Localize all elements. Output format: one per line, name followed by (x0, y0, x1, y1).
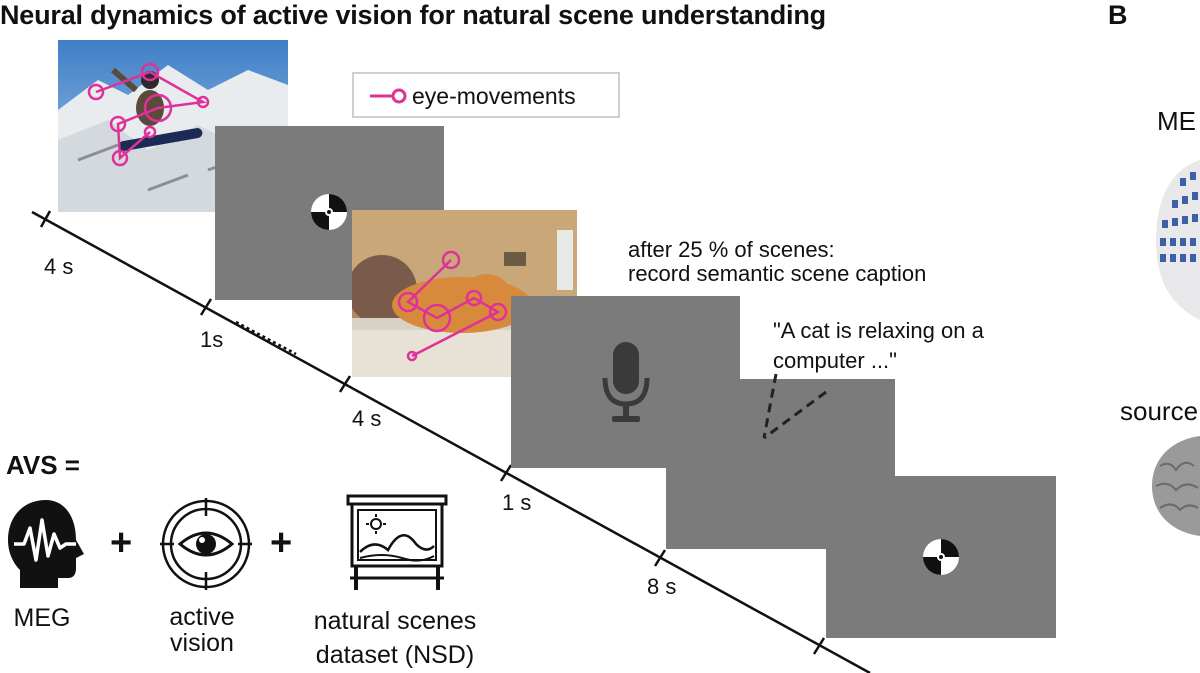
scene-frame-icon (346, 494, 448, 590)
fixation-cross-icon-2 (923, 539, 959, 575)
eye-movement-legend-icon (370, 88, 407, 104)
duration-label-4: 1 s (502, 490, 532, 515)
component-label-active-vision: active vision (146, 604, 258, 656)
tick-2 (199, 298, 213, 316)
plus-sign-2: + (270, 522, 293, 564)
caption-note-line1: after 25 % of scenes: (628, 237, 835, 262)
duration-label-1: 4 s (44, 254, 74, 279)
tick-4 (499, 464, 513, 482)
meg-helmet-illustration (1156, 160, 1200, 320)
timeline-axis (31, 210, 871, 673)
plus-sign-1: + (110, 522, 133, 564)
panel-b-source-label: source (1120, 396, 1199, 426)
component-label-nsd: natural scenes dataset (NSD) (288, 604, 502, 672)
head-brainwave-icon (8, 500, 84, 588)
panel-b-meg-label: ME (1157, 106, 1196, 136)
tick-3 (338, 375, 352, 393)
component-label-meg: MEG (13, 604, 71, 632)
snowboard-scene-image (58, 40, 288, 212)
fixation-cross-icon (311, 194, 347, 230)
quote-line1: "A cat is relaxing on a (773, 318, 984, 343)
duration-label-3: 4 s (352, 406, 382, 431)
caption-note-line2: record semantic scene caption (628, 261, 927, 286)
legend-box: eye-movements (352, 72, 620, 118)
microphone-icon (602, 342, 650, 422)
tick-5 (653, 549, 667, 567)
active-vision-line1: active (169, 603, 235, 631)
caption-note: after 25 % of scenes: record semantic sc… (628, 238, 926, 286)
tick-6 (812, 637, 826, 655)
duration-label-2: 1s (200, 327, 224, 352)
quote-line2: computer ..." (773, 348, 897, 373)
active-vision-line2: vision (170, 629, 234, 657)
panel-b-letter: B (1108, 0, 1128, 30)
duration-label-5: 8 s (647, 574, 677, 599)
eye-target-icon (160, 498, 252, 590)
tick-1 (39, 210, 52, 228)
brain-illustration (1152, 436, 1200, 536)
panel-a-title: Neural dynamics of active vision for nat… (0, 0, 826, 30)
nsd-line2: dataset (NSD) (315, 641, 475, 669)
eye-movement-path-2 (397, 250, 508, 362)
eye-movement-path-1 (87, 62, 210, 167)
caption-quote: "A cat is relaxing on a computer ..." (773, 316, 984, 376)
speech-bubble-tail-icon (762, 373, 827, 440)
avs-label: AVS = (6, 450, 80, 480)
legend-label: eye-movements (412, 83, 576, 109)
nsd-line1: natural scenes (313, 607, 477, 635)
